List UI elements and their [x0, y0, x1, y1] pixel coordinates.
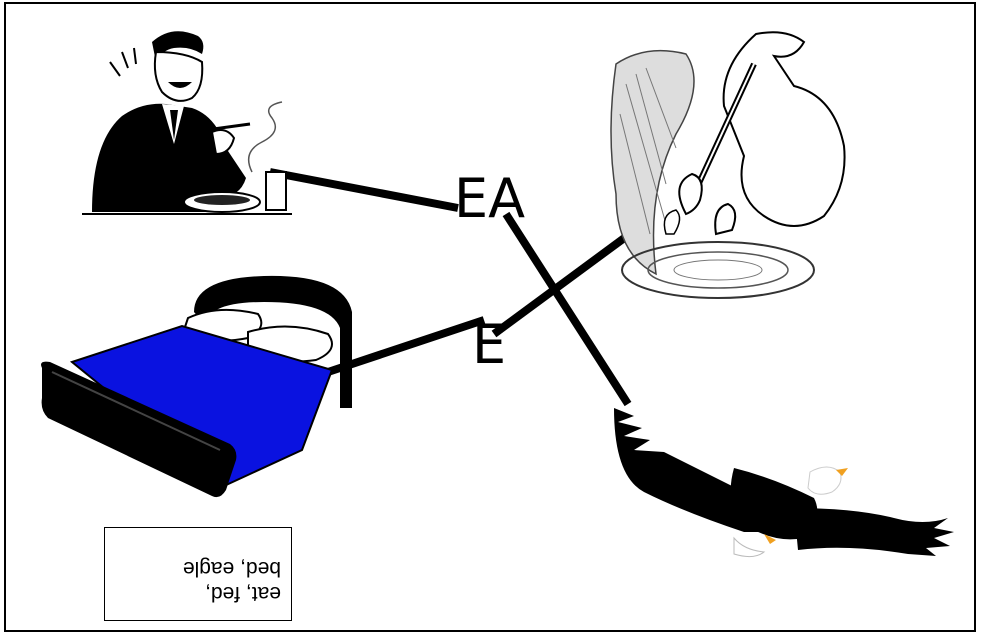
hand-feeding-bird-icon: [606, 24, 850, 306]
eagle-icon: [614, 398, 954, 570]
caption-line-1: eat, fed,: [115, 581, 291, 606]
caption-line-2: bed, eagle: [115, 556, 291, 581]
caption-text: eat, fed, bed, eagle: [105, 528, 291, 620]
letters-e: E: [472, 318, 506, 372]
letters-ea: EA: [454, 172, 525, 226]
caption-box: eat, fed, bed, eagle: [104, 527, 292, 621]
bed-icon: [38, 272, 358, 492]
man-eating-soup-icon: [82, 22, 302, 218]
